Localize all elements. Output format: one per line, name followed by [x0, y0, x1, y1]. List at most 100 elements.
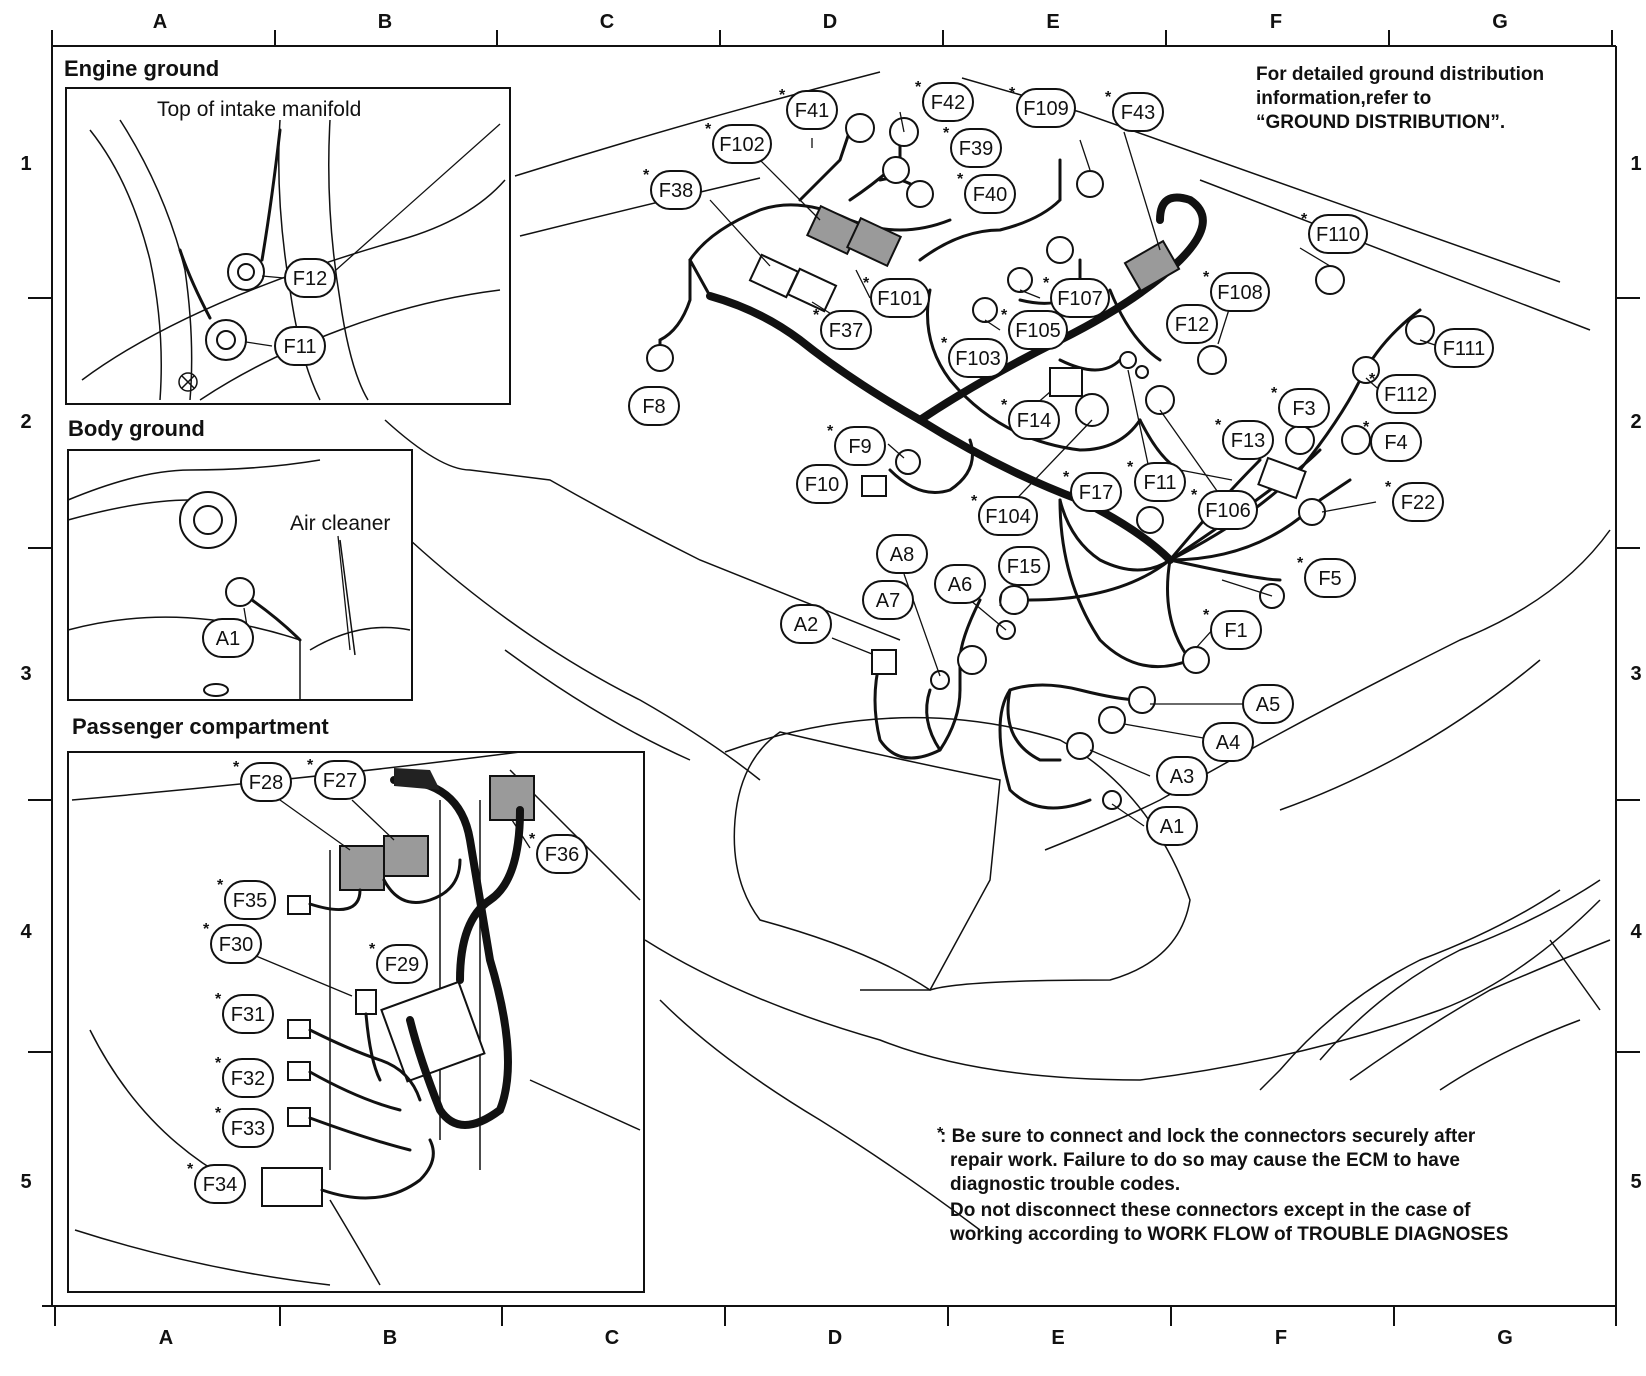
connector-label: F8 — [642, 396, 665, 418]
callout-bubble — [1134, 462, 1186, 502]
connector-callout-a7: A7 — [862, 580, 914, 620]
connector-callout-f106: F106* — [1191, 487, 1258, 530]
star-marker: * — [215, 1055, 222, 1072]
connector-label: A6 — [948, 574, 972, 596]
connector-label: F106 — [1205, 500, 1251, 522]
connector-label: F31 — [231, 1004, 265, 1026]
connector-label: F5 — [1318, 568, 1341, 590]
footnote-star: * — [937, 1125, 944, 1142]
row-label: 5 — [20, 1171, 31, 1193]
callout-bubble — [1308, 214, 1368, 254]
callout-bubble — [1070, 472, 1122, 512]
connector-callout-f111: F111 — [1434, 328, 1494, 368]
star-marker: * — [1001, 307, 1008, 324]
star-marker: * — [971, 493, 978, 510]
star-marker: * — [1369, 371, 1376, 388]
callout-bubble — [964, 174, 1016, 214]
connector-callout-f12: F12 — [284, 258, 336, 298]
reference-note: For detailed ground distribution informa… — [1256, 64, 1544, 133]
star-marker: * — [1215, 417, 1222, 434]
connector-callout-f9: F9* — [827, 423, 886, 466]
connector-callouts: F12F11A1F28*F27*F36*F35*F30*F29*F31*F32*… — [187, 79, 1494, 1204]
connector-label: F29 — [385, 954, 419, 976]
connector-callout-f107: F107* — [1043, 275, 1110, 318]
connector-callout-f12: F12 — [1166, 304, 1218, 344]
col-label: D — [828, 1327, 842, 1349]
connector-callout-f30: F30* — [203, 921, 262, 964]
connector-callout-a4: A4 — [1202, 722, 1254, 762]
connector-label: A2 — [794, 614, 818, 636]
col-label: F — [1275, 1327, 1287, 1349]
connector-label: A8 — [890, 544, 914, 566]
connector-callout-f22: F22 * — [1385, 479, 1444, 522]
connector-label: F40 — [973, 184, 1007, 206]
star-marker: * — [1105, 89, 1112, 106]
reference-note-line: information,refer to — [1256, 88, 1431, 109]
connector-label: A1 — [1160, 816, 1184, 838]
star-marker: * — [1271, 385, 1278, 402]
callout-bubble — [820, 310, 872, 350]
connector-label: F42 — [931, 92, 965, 114]
callout-bubble — [1156, 756, 1208, 796]
air-cleaner-label: Air cleaner — [290, 512, 390, 535]
callout-bubble — [1016, 88, 1076, 128]
row-label: 3 — [20, 663, 31, 685]
connector-callout-f27: F27* — [307, 757, 366, 800]
connector-label: F15 — [1007, 556, 1041, 578]
callout-bubble — [1304, 558, 1356, 598]
col-label: E — [1046, 11, 1059, 33]
connector-callout-f33: F33* — [215, 1105, 274, 1148]
callout-bubble — [376, 944, 428, 984]
row-label: 1 — [1630, 153, 1641, 175]
star-marker: * — [1001, 397, 1008, 414]
connector-label: F109 — [1023, 98, 1069, 120]
connector-label: A1 — [216, 628, 240, 650]
star-marker: * — [643, 167, 650, 184]
callout-bubble — [978, 496, 1038, 536]
reference-note-line: For detailed ground distribution — [1256, 64, 1544, 85]
connector-callout-f34: F34* — [187, 1161, 246, 1204]
callout-bubble — [274, 326, 326, 366]
footnote-line: working according to WORK FLOW of TROUBL… — [949, 1224, 1508, 1245]
footnote: * : Be sure to connect and lock the conn… — [937, 1125, 1508, 1245]
col-label: G — [1492, 11, 1508, 33]
connector-callout-f43: F43* — [1105, 89, 1164, 132]
star-marker: * — [1385, 479, 1392, 496]
connector-callout-f38: F38 * — [643, 167, 702, 210]
col-label: E — [1051, 1327, 1064, 1349]
connector-label: F22 — [1401, 492, 1435, 514]
footnote-line: : Be sure to connect and lock the connec… — [940, 1126, 1476, 1147]
star-marker: * — [233, 759, 240, 776]
star-marker: * — [369, 941, 376, 958]
connector-callout-f102: F102* — [705, 121, 772, 164]
connector-label: F4 — [1384, 432, 1407, 454]
body-ground-frame — [67, 449, 413, 701]
row-label: 1 — [20, 153, 31, 175]
connector-callout-f4: F4* — [1363, 419, 1422, 462]
connector-callout-f37: F37* — [813, 307, 872, 350]
callout-bubble — [1008, 310, 1068, 350]
col-label: A — [153, 11, 167, 33]
callout-bubble — [1210, 610, 1262, 650]
connector-label: F14 — [1017, 410, 1051, 432]
connector-callout-a6: A6 — [934, 564, 986, 604]
engine-ground-title: Engine ground — [64, 56, 219, 81]
engine-ground-subtitle: Top of intake manifold — [157, 98, 361, 121]
star-marker: * — [827, 423, 834, 440]
connector-label: F102 — [719, 134, 765, 156]
row-label: 2 — [20, 411, 31, 433]
connector-callout-f11: F11* — [1127, 459, 1186, 502]
callout-bubble — [870, 278, 930, 318]
column-labels-top: A B C D E F G — [153, 11, 1508, 33]
star-marker: * — [813, 307, 820, 324]
star-marker: * — [215, 1105, 222, 1122]
star-marker: * — [215, 991, 222, 1008]
connector-label: F38 — [659, 180, 693, 202]
callout-bubble — [1198, 490, 1258, 530]
callout-bubble — [202, 618, 254, 658]
engine-ground-inset: Engine ground Top of intake manifold — [64, 56, 511, 405]
callout-bubble — [1210, 272, 1270, 312]
star-marker: * — [1297, 555, 1304, 572]
connector-label: F108 — [1217, 282, 1263, 304]
connector-callout-f41: F41* — [779, 87, 838, 130]
